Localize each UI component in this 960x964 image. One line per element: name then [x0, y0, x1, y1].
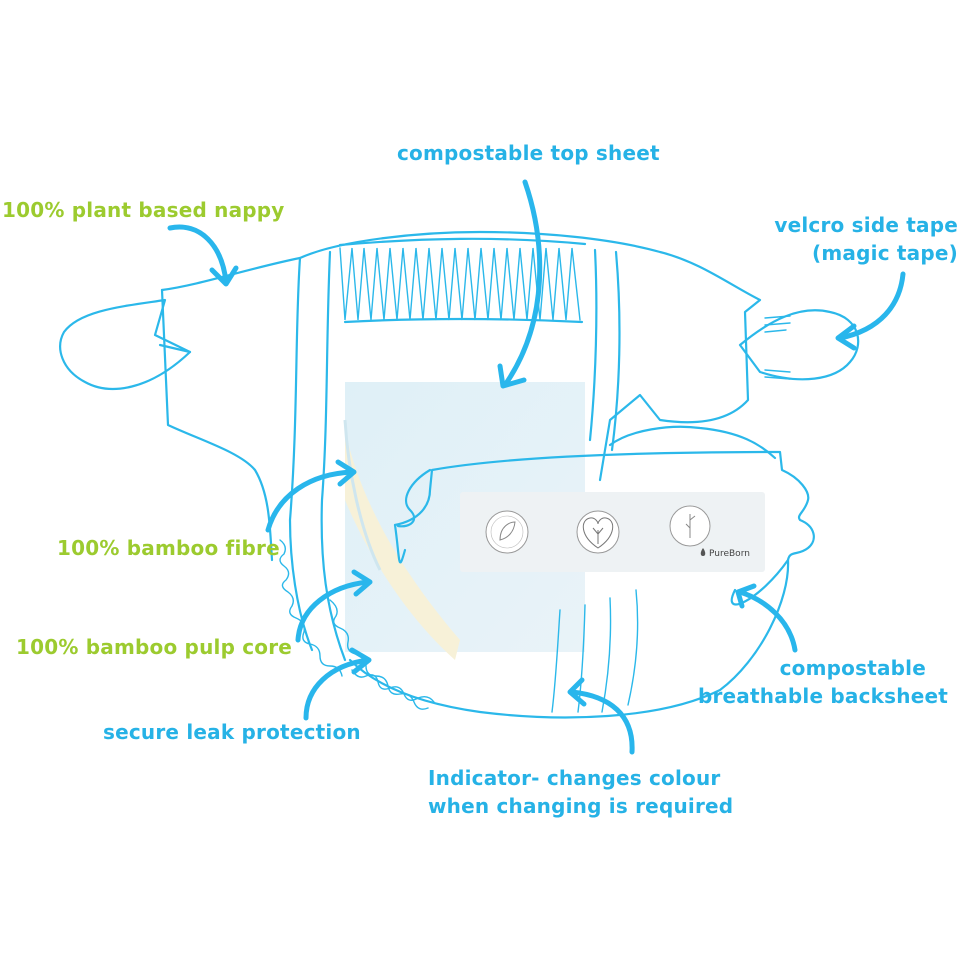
arrow-bamboo-fibre [265, 459, 357, 533]
back-waistband-elastic [338, 237, 587, 324]
arrow-top-sheet [497, 179, 543, 389]
label-breathable-backsheet: compostable breathable backsheet [698, 654, 948, 710]
label-velcro-line1: velcro side tape [774, 213, 958, 237]
label-compostable-top-sheet: compostable top sheet [397, 141, 660, 165]
label-indicator-line1: Indicator- changes colour [428, 766, 721, 790]
label-secure-leak-protection: secure leak protection [103, 720, 361, 744]
label-bamboo-fibre: 100% bamboo fibre [57, 536, 280, 560]
svg-text:PureBorn: PureBorn [709, 549, 750, 559]
label-backsheet-line1: compostable [779, 656, 926, 680]
label-backsheet-line2: breathable backsheet [697, 684, 948, 708]
bamboo-stalk-badge-icon [669, 505, 711, 547]
right-velcro-tab [738, 309, 860, 381]
tree-heart-badge-icon [576, 510, 620, 554]
arrow-velcro [835, 271, 906, 351]
arrow-plant-based [167, 224, 239, 287]
label-indicator: Indicator- changes colour when changing … [428, 764, 734, 820]
label-plant-based-nappy: 100% plant based nappy [2, 198, 285, 222]
label-bamboo-pulp-core: 100% bamboo pulp core [16, 635, 293, 659]
arrow-pulp-core [295, 569, 373, 643]
arrow-indicator [567, 677, 635, 755]
waistband-label: PureBorn [460, 492, 765, 572]
pureborn-logo: PureBorn [700, 548, 750, 559]
arrow-leak [303, 647, 372, 721]
arrows [167, 179, 906, 755]
arrow-backsheet [735, 583, 798, 653]
label-indicator-line2: when changing is required [428, 794, 734, 818]
label-velcro-side-tape: velcro side tape (magic tape) [774, 211, 958, 267]
plant-leaf-badge-icon [485, 510, 529, 554]
label-velcro-line2: (magic tape) [812, 241, 958, 265]
left-velcro-tab [59, 298, 192, 390]
